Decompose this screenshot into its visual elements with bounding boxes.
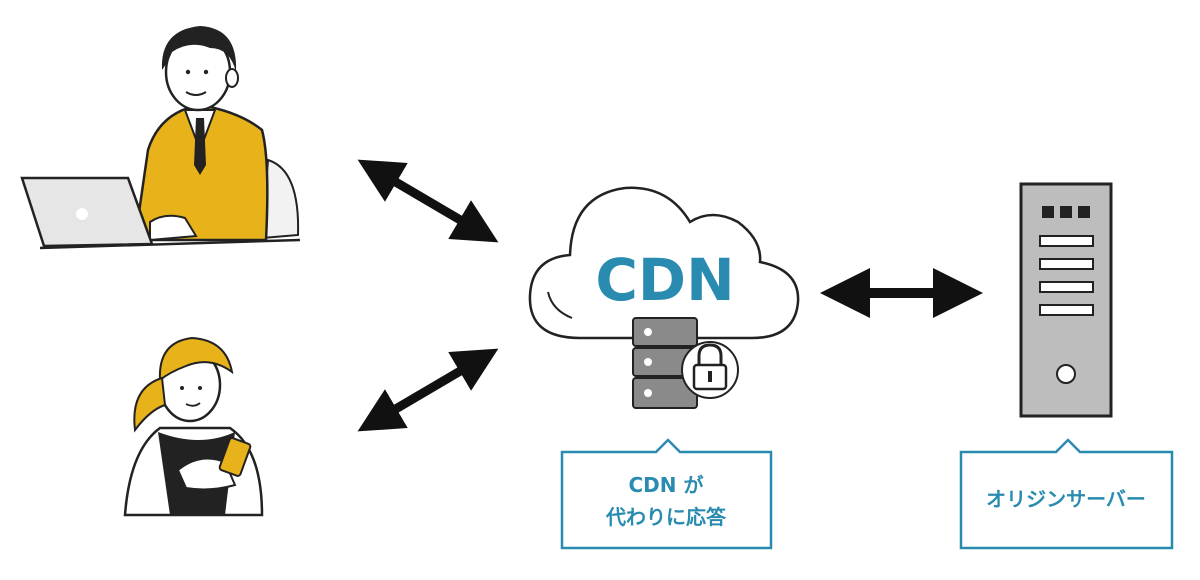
origin-callout: オリジンサーバー [959,438,1174,550]
origin-server-icon [1019,182,1113,418]
cdn-callout: CDN が 代わりに応答 [560,438,773,550]
woman-hair [158,336,234,382]
cloud-icon [528,186,800,340]
smartphone [218,437,252,477]
woman-illustration [123,336,264,517]
laptop-logo [76,208,88,220]
arrow-woman-cdn [357,348,499,432]
businessman-hair [161,26,237,72]
database-icon [632,317,698,409]
lock-icon [681,341,739,399]
chair-back [260,158,300,240]
woman-ponytail [133,376,167,433]
cdn-callout-line1: CDN が [629,473,704,497]
tie [194,118,206,175]
cdn-cloud: CDN [528,186,800,340]
businessman-illustration [20,26,301,250]
desk [39,238,301,250]
hands [149,214,198,242]
origin-callout-label: オリジンサーバー [986,487,1146,511]
arrow-businessman-cdn [357,159,499,243]
cdn-callout-line2: 代わりに応答 [605,505,727,529]
cloud-label: CDN [595,246,734,314]
